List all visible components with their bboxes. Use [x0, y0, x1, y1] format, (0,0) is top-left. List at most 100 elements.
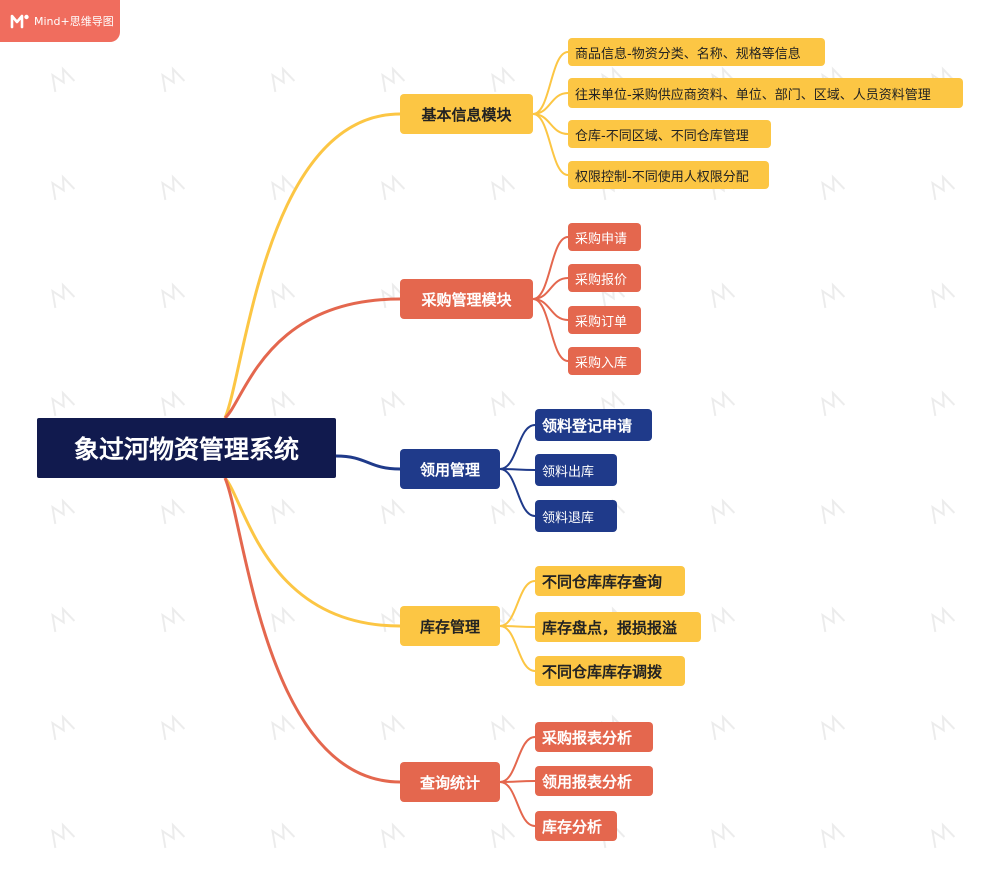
leaf-inventory-transfer[interactable]: 不同仓库库存调拨: [535, 656, 685, 686]
branch-purchase[interactable]: 采购管理模块: [400, 279, 533, 319]
watermark-mark: [711, 822, 736, 849]
watermark-mark: [381, 822, 406, 849]
watermark-mark: [161, 714, 186, 741]
app-logo-text: Mind+思维导图: [34, 15, 114, 28]
watermark-mark: [161, 282, 186, 309]
watermark-mark: [821, 606, 846, 633]
leaf-inventory-query[interactable]: 不同仓库库存查询: [535, 566, 685, 596]
leaf-inventory-stocktake[interactable]: 库存盘点，报损报溢: [535, 612, 701, 642]
leaf-warehouse[interactable]: 仓库-不同区域、不同仓库管理: [568, 120, 771, 148]
connector-leaf-requisition-report: [499, 780, 536, 783]
watermark-mark: [161, 498, 186, 525]
watermark-mark: [271, 390, 296, 417]
watermark-mark: [711, 606, 736, 633]
connector-leaf-product-info: [532, 51, 569, 115]
watermark-mark: [821, 174, 846, 201]
mind-plus-logo-icon: [10, 14, 29, 29]
leaf-inventory-analysis[interactable]: 库存分析: [535, 811, 617, 841]
watermark-mark: [491, 174, 516, 201]
connector-leaf-requisition-return: [499, 468, 536, 517]
connector-root-branch-purchase: [223, 297, 401, 420]
watermark-mark: [931, 498, 956, 525]
watermark-mark: [601, 390, 626, 417]
connector-leaf-inventory-transfer: [499, 625, 536, 672]
watermark-mark: [821, 282, 846, 309]
branch-inventory[interactable]: 库存管理: [400, 606, 500, 646]
watermark-mark: [381, 66, 406, 93]
watermark-mark: [821, 390, 846, 417]
watermark-mark: [931, 822, 956, 849]
connector-leaf-purchase-report: [499, 736, 536, 783]
leaf-requisition-return[interactable]: 领料退库: [535, 500, 617, 532]
watermark-mark: [381, 606, 406, 633]
leaf-purchase-receipt[interactable]: 采购入库: [568, 347, 641, 375]
root-node[interactable]: 象过河物资管理系统: [37, 418, 336, 478]
watermark-mark: [931, 390, 956, 417]
watermark-mark: [51, 66, 76, 93]
watermark-mark: [51, 498, 76, 525]
connector-leaf-purchase-receipt: [532, 298, 569, 362]
watermark-mark: [931, 282, 956, 309]
watermark-mark: [491, 390, 516, 417]
watermark-mark: [51, 390, 76, 417]
watermark-mark: [161, 390, 186, 417]
watermark-mark: [161, 66, 186, 93]
leaf-requisition-report[interactable]: 领用报表分析: [535, 766, 653, 796]
leaf-permission-control[interactable]: 权限控制-不同使用人权限分配: [568, 161, 769, 189]
watermark-mark: [271, 498, 296, 525]
connector-root-branch-inventory: [223, 476, 401, 628]
watermark-mark: [271, 282, 296, 309]
watermark-mark: [271, 66, 296, 93]
watermark-mark: [51, 606, 76, 633]
leaf-product-info[interactable]: 商品信息-物资分类、名称、规格等信息: [568, 38, 825, 66]
connector-root-branch-requisition: [335, 454, 401, 471]
watermark-mark: [711, 714, 736, 741]
watermark-mark: [381, 714, 406, 741]
watermark-mark: [381, 390, 406, 417]
watermark-mark: [161, 606, 186, 633]
watermark-mark: [931, 174, 956, 201]
watermark-mark: [491, 498, 516, 525]
leaf-requisition-request[interactable]: 领料登记申请: [535, 409, 652, 441]
watermark-mark: [931, 606, 956, 633]
watermark-mark: [711, 390, 736, 417]
app-logo-badge[interactable]: Mind+思维导图: [0, 0, 120, 42]
branch-query-stats[interactable]: 查询统计: [400, 762, 500, 802]
connector-root-branch-query-stats: [223, 477, 401, 784]
watermark-mark: [51, 822, 76, 849]
watermark-mark: [381, 174, 406, 201]
leaf-requisition-outbound[interactable]: 领料出库: [535, 454, 617, 486]
watermark-mark: [491, 66, 516, 93]
watermark-mark: [271, 174, 296, 201]
watermark-mark: [491, 714, 516, 741]
watermark-mark: [821, 498, 846, 525]
watermark-mark: [711, 498, 736, 525]
watermark-mark: [51, 174, 76, 201]
connector-leaf-inventory-analysis: [499, 781, 536, 827]
watermark-mark: [821, 822, 846, 849]
connector-leaf-inventory-query: [499, 580, 536, 627]
watermark-mark: [821, 714, 846, 741]
watermark-mark: [711, 282, 736, 309]
watermark-mark: [271, 606, 296, 633]
watermark-mark: [51, 714, 76, 741]
branch-basic-info[interactable]: 基本信息模块: [400, 94, 533, 134]
watermark-mark: [51, 282, 76, 309]
watermark-mark: [381, 498, 406, 525]
watermark-mark: [491, 822, 516, 849]
branch-requisition[interactable]: 领用管理: [400, 449, 500, 489]
connector-leaf-purchase-request: [532, 236, 569, 300]
watermark-mark: [161, 822, 186, 849]
leaf-purchase-quote[interactable]: 采购报价: [568, 264, 641, 292]
leaf-purchase-request[interactable]: 采购申请: [568, 223, 641, 251]
leaf-purchase-order[interactable]: 采购订单: [568, 306, 641, 334]
connector-leaf-requisition-request: [499, 424, 536, 470]
connector-root-branch-basic-info: [223, 112, 401, 419]
watermark-mark: [271, 822, 296, 849]
watermark-mark: [161, 174, 186, 201]
leaf-purchase-report[interactable]: 采购报表分析: [535, 722, 653, 752]
leaf-partner-units[interactable]: 往来单位-采购供应商资料、单位、部门、区域、人员资料管理: [568, 78, 963, 108]
watermark-mark: [931, 714, 956, 741]
watermark-mark: [271, 714, 296, 741]
